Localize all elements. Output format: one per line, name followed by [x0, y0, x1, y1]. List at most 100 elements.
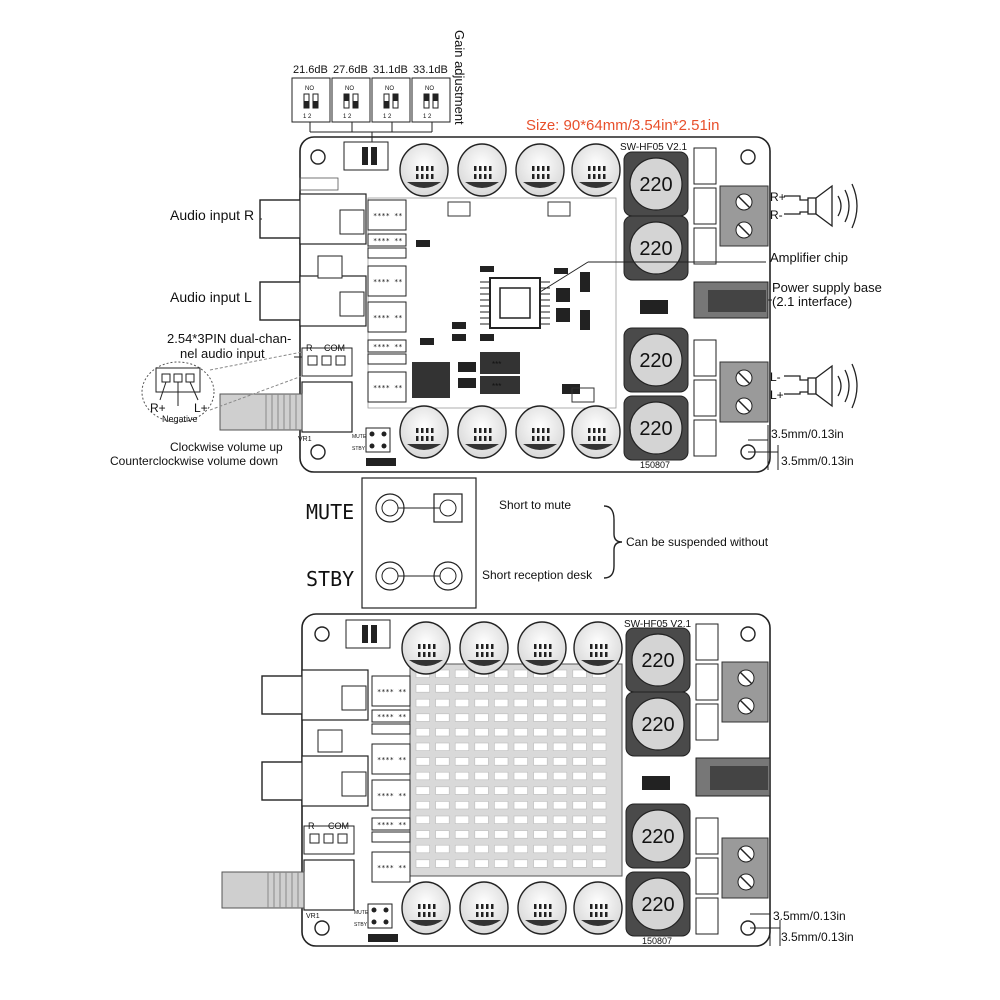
heatsink-fin	[415, 684, 430, 693]
heatsink-fin	[552, 728, 568, 737]
capacitor-dot	[539, 904, 542, 909]
heatsink-fin	[572, 698, 587, 708]
capacitor-dot	[537, 166, 540, 171]
heatsink-fin	[572, 830, 587, 839]
heatsink-fin	[415, 786, 430, 795]
heatsink-fin	[494, 669, 509, 678]
switch-pins: 1 2	[383, 114, 392, 120]
capacitor-marking	[409, 920, 443, 926]
capacitor-marking	[579, 182, 613, 188]
heatsink-fin	[552, 669, 568, 678]
heatsink-fin	[513, 815, 528, 824]
heatsink-fin	[533, 771, 548, 781]
size-label: Size: 90*64mm/3.54in*2.51in	[526, 117, 719, 134]
heatsink-fin	[513, 684, 528, 693]
capacitor-marking	[581, 660, 615, 666]
heatsink-fin	[415, 830, 430, 839]
dimension-lines-top	[748, 425, 779, 470]
capacitor-dot	[474, 436, 477, 441]
capacitor-dot	[418, 652, 421, 657]
heatsink-fin	[592, 728, 607, 737]
capacitor-marking	[523, 182, 557, 188]
gain-switch-label: 31.1dB	[373, 64, 408, 76]
brace	[603, 505, 623, 579]
speaker-r-minus: R-	[770, 208, 783, 222]
switch-knob	[353, 101, 358, 108]
switch-pins: 1 2	[303, 114, 312, 120]
mounting-hole	[310, 149, 326, 165]
capacitor-dot	[593, 428, 596, 433]
board-date-bottom: 150807	[642, 936, 672, 946]
heatsink-fin	[494, 844, 509, 854]
heatsink-fin	[494, 698, 509, 708]
inductor-core	[629, 333, 683, 387]
capacitor-dot	[547, 436, 550, 441]
pin-header-label-2: nel audio input	[180, 346, 265, 361]
capacitor-marking	[579, 444, 613, 450]
heatsink-fin	[454, 669, 470, 678]
capacitor-dot	[474, 166, 477, 171]
capacitor-dot	[421, 174, 424, 179]
gain-switch-label: 27.6dB	[333, 64, 368, 76]
heatsink-fin	[533, 830, 548, 839]
heatsink-fin	[513, 669, 528, 678]
capacitor-dot	[605, 912, 608, 917]
heatsink-fin	[415, 728, 430, 737]
heatsink-fin	[533, 713, 548, 722]
mounting-hole	[740, 149, 756, 165]
capacitor-dot	[600, 652, 603, 657]
capacitor-dot	[423, 912, 426, 917]
heatsink-fin	[572, 728, 587, 737]
capacitor-dot	[479, 436, 482, 441]
capacitor-dot	[534, 652, 537, 657]
capacitor-dot	[486, 644, 489, 649]
heatsink-fin	[513, 757, 528, 766]
capacitor-dot	[603, 166, 606, 171]
capacitor-dot	[491, 644, 494, 649]
gain-leader-lines	[309, 122, 433, 142]
heatsink-fin	[494, 786, 509, 795]
capacitor-dot	[476, 652, 479, 657]
capacitor-dot	[433, 652, 436, 657]
heatsink-fin	[435, 859, 450, 868]
capacitor-dot	[479, 428, 482, 433]
capacitor-dot	[486, 652, 489, 657]
capacitor-dot	[537, 428, 540, 433]
switch-on-label: NO	[425, 86, 434, 92]
capacitor-dot	[547, 174, 550, 179]
heatsink-fin	[474, 757, 489, 766]
capacitor-dot	[588, 436, 591, 441]
audio-input-l-label: Audio input L	[170, 289, 252, 305]
capacitor-dot	[426, 436, 429, 441]
capacitor	[517, 621, 567, 675]
heatsink-fin	[494, 684, 509, 693]
short-reception-desk: Short reception desk	[482, 568, 593, 582]
bottom-capacitors	[399, 405, 621, 459]
capacitor	[571, 405, 621, 459]
speaker-icon-l	[784, 363, 858, 409]
switch-knob	[424, 94, 429, 101]
capacitor-dot	[421, 166, 424, 171]
capacitor-dot	[590, 644, 593, 649]
heatsink-fin	[454, 844, 470, 854]
capacitor-dot	[426, 174, 429, 179]
capacitor-dot	[433, 904, 436, 909]
pin-header-label: 2.54*3PIN dual-chan-	[167, 331, 291, 346]
capacitor	[457, 143, 507, 197]
capacitor	[459, 881, 509, 935]
switch-on-label: NO	[305, 86, 314, 92]
capacitor-dot	[598, 436, 601, 441]
l-plus-label: L+	[194, 401, 208, 415]
capacitor-dot	[598, 428, 601, 433]
heatsink-fin	[533, 742, 548, 751]
heatsink-fin	[415, 801, 430, 810]
hole-dim-2: 3.5mm/0.13in	[781, 454, 854, 468]
switch-pins: 1 2	[343, 114, 352, 120]
capacitor-dot	[539, 644, 542, 649]
heatsink-fin	[572, 844, 587, 854]
heatsink-fin	[435, 669, 450, 678]
heatsink-fin	[494, 801, 509, 810]
capacitor-dot	[489, 174, 492, 179]
heatsink-fin	[592, 844, 607, 854]
